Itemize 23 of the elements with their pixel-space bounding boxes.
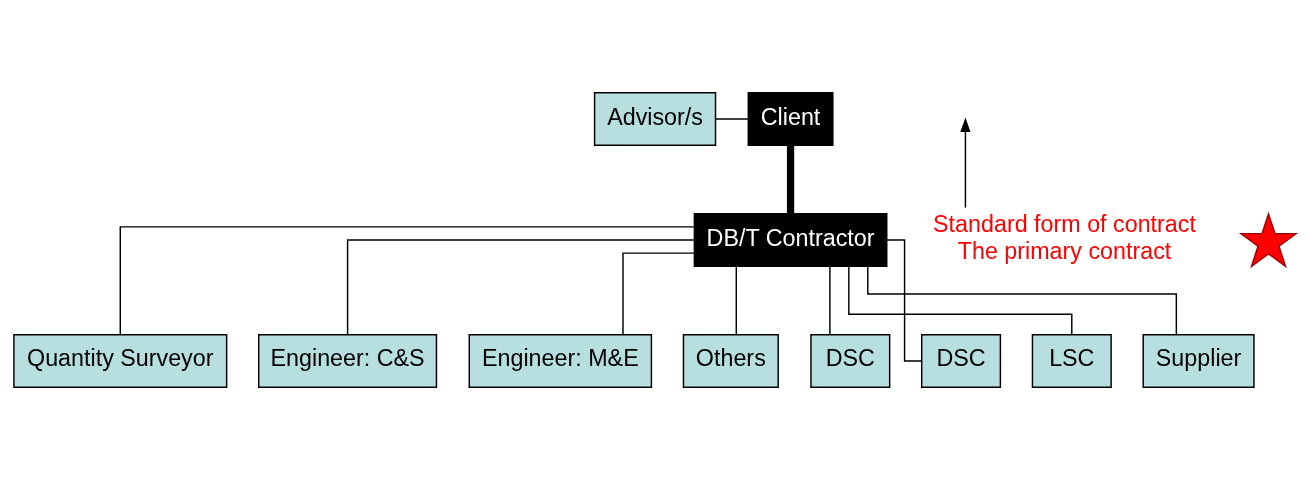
connector (714, 117, 749, 120)
node-box: Quantity Surveyor (13, 333, 228, 388)
connector (346, 238, 695, 335)
connector (848, 265, 1073, 335)
node-box: Engineer: M&E (468, 333, 653, 388)
node-box: LSC (1031, 333, 1112, 388)
connector (119, 225, 695, 335)
node-text: Standard form of contract The primary contract (933, 210, 1196, 264)
node-box: DSC (921, 333, 1002, 388)
node-star (1238, 210, 1299, 268)
node-box: Others (682, 333, 779, 388)
connector (829, 265, 831, 335)
node-box: Engineer: C&S (257, 333, 438, 388)
connector (735, 265, 737, 335)
node-box: Advisor/s (593, 91, 717, 146)
node-box: DB/T Contractor (693, 212, 888, 267)
arrow (960, 116, 971, 208)
connector (867, 265, 1178, 335)
connector (786, 144, 795, 213)
connector (622, 251, 695, 335)
node-box: Supplier (1142, 333, 1255, 388)
node-box: DSC (810, 333, 891, 388)
node-box: Client (747, 91, 834, 146)
